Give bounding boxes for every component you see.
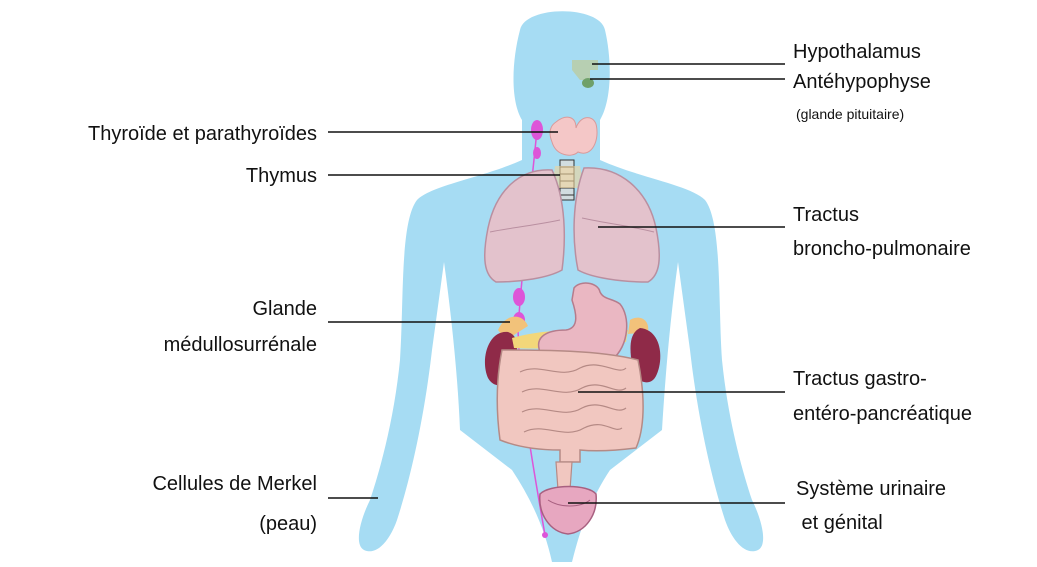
label-thymus: Thymus [246,164,317,188]
label-merkel-line2: (peau) [259,512,317,536]
label-glande-pituitaire: (glande pituitaire) [796,105,904,123]
label-hypothalamus: Hypothalamus [793,40,921,64]
label-systeme-urinaire-line1: Système urinaire [796,477,946,501]
label-tractus-broncho-line2: broncho-pulmonaire [793,237,971,261]
label-tractus-gastro-line1: Tractus gastro- [793,367,927,391]
label-glande-medullo-line1: Glande [253,297,318,321]
lymph-node [533,147,541,159]
label-glande-medullo-line2: médullosurrénale [164,333,317,357]
label-antehypophyse: Antéhypophyse [793,70,931,94]
lymph-node-neck [531,120,543,140]
label-merkel-line1: Cellules de Merkel [152,472,317,496]
label-systeme-urinaire-line2: et génital [796,511,883,535]
large-intestine [497,350,643,462]
thyroid-gland [550,117,597,155]
lymph-node-end [542,532,548,538]
label-tractus-gastro-line2: entéro-pancréatique [793,402,972,426]
lymph-node-abdomen [513,288,525,306]
label-tractus-broncho-line1: Tractus [793,203,859,227]
label-thyroide: Thyroïde et parathyroïdes [88,122,317,146]
